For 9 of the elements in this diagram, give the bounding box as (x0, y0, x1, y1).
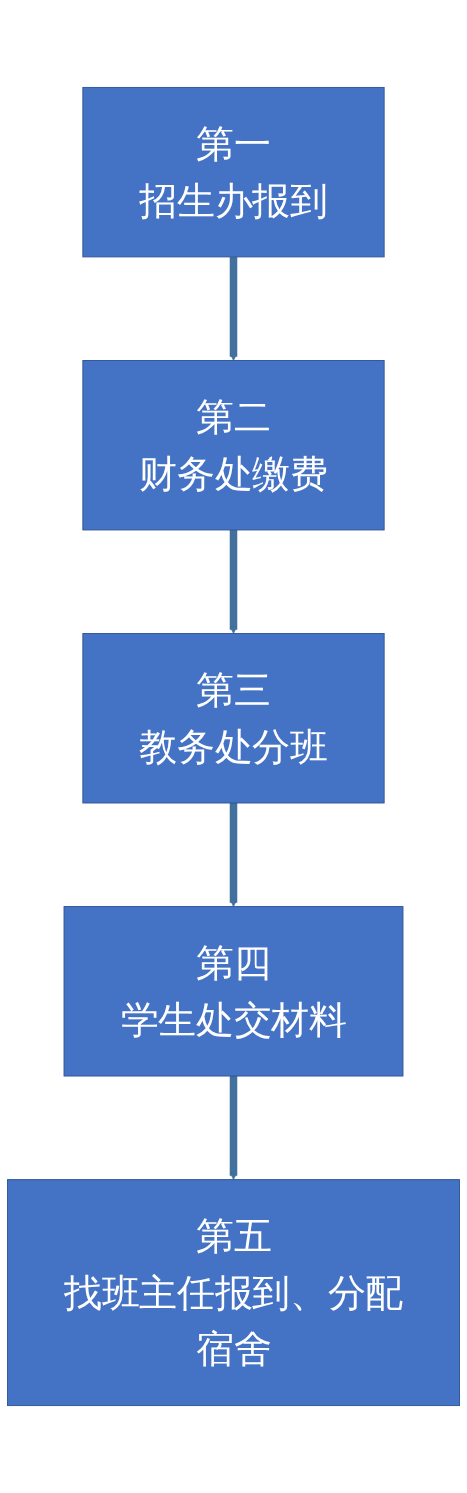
arrow (229, 529, 238, 634)
node-box: 第三 教务处分班 (82, 633, 385, 804)
arrow (229, 1076, 238, 1180)
arrow (229, 803, 238, 907)
arrow (229, 256, 238, 361)
node-box: 第二 财务处缴费 (82, 360, 385, 531)
node-box: 第四 学生处交材料 (63, 906, 404, 1077)
node-box: 第一 招生办报到 (82, 86, 385, 258)
node-box: 第五 找班主任报到、分配宿舍 (7, 1179, 460, 1407)
